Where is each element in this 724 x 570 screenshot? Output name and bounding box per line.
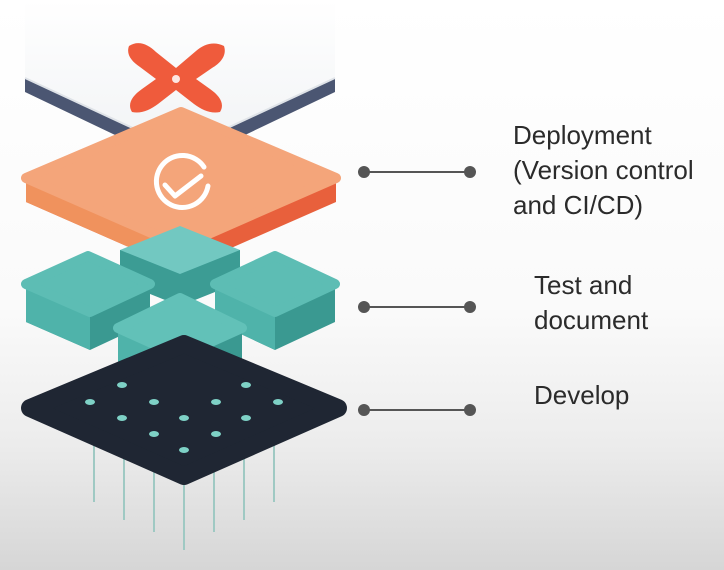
teal-block-right [210, 251, 340, 350]
label-develop: Develop [534, 380, 630, 410]
label-test-and-document: Test and document [534, 270, 649, 335]
check-circle-icon [153, 152, 211, 210]
connector-test [358, 301, 476, 313]
board-dots [85, 382, 283, 453]
label-deployment: Deployment (Version control and CI/CD) [513, 120, 694, 220]
connector-deployment [358, 166, 476, 178]
x-logo-icon [128, 43, 225, 113]
develop-layer-board [21, 335, 347, 550]
board-pins [93, 440, 275, 550]
test-layer-blocks [21, 226, 340, 392]
connector-develop [358, 404, 476, 416]
